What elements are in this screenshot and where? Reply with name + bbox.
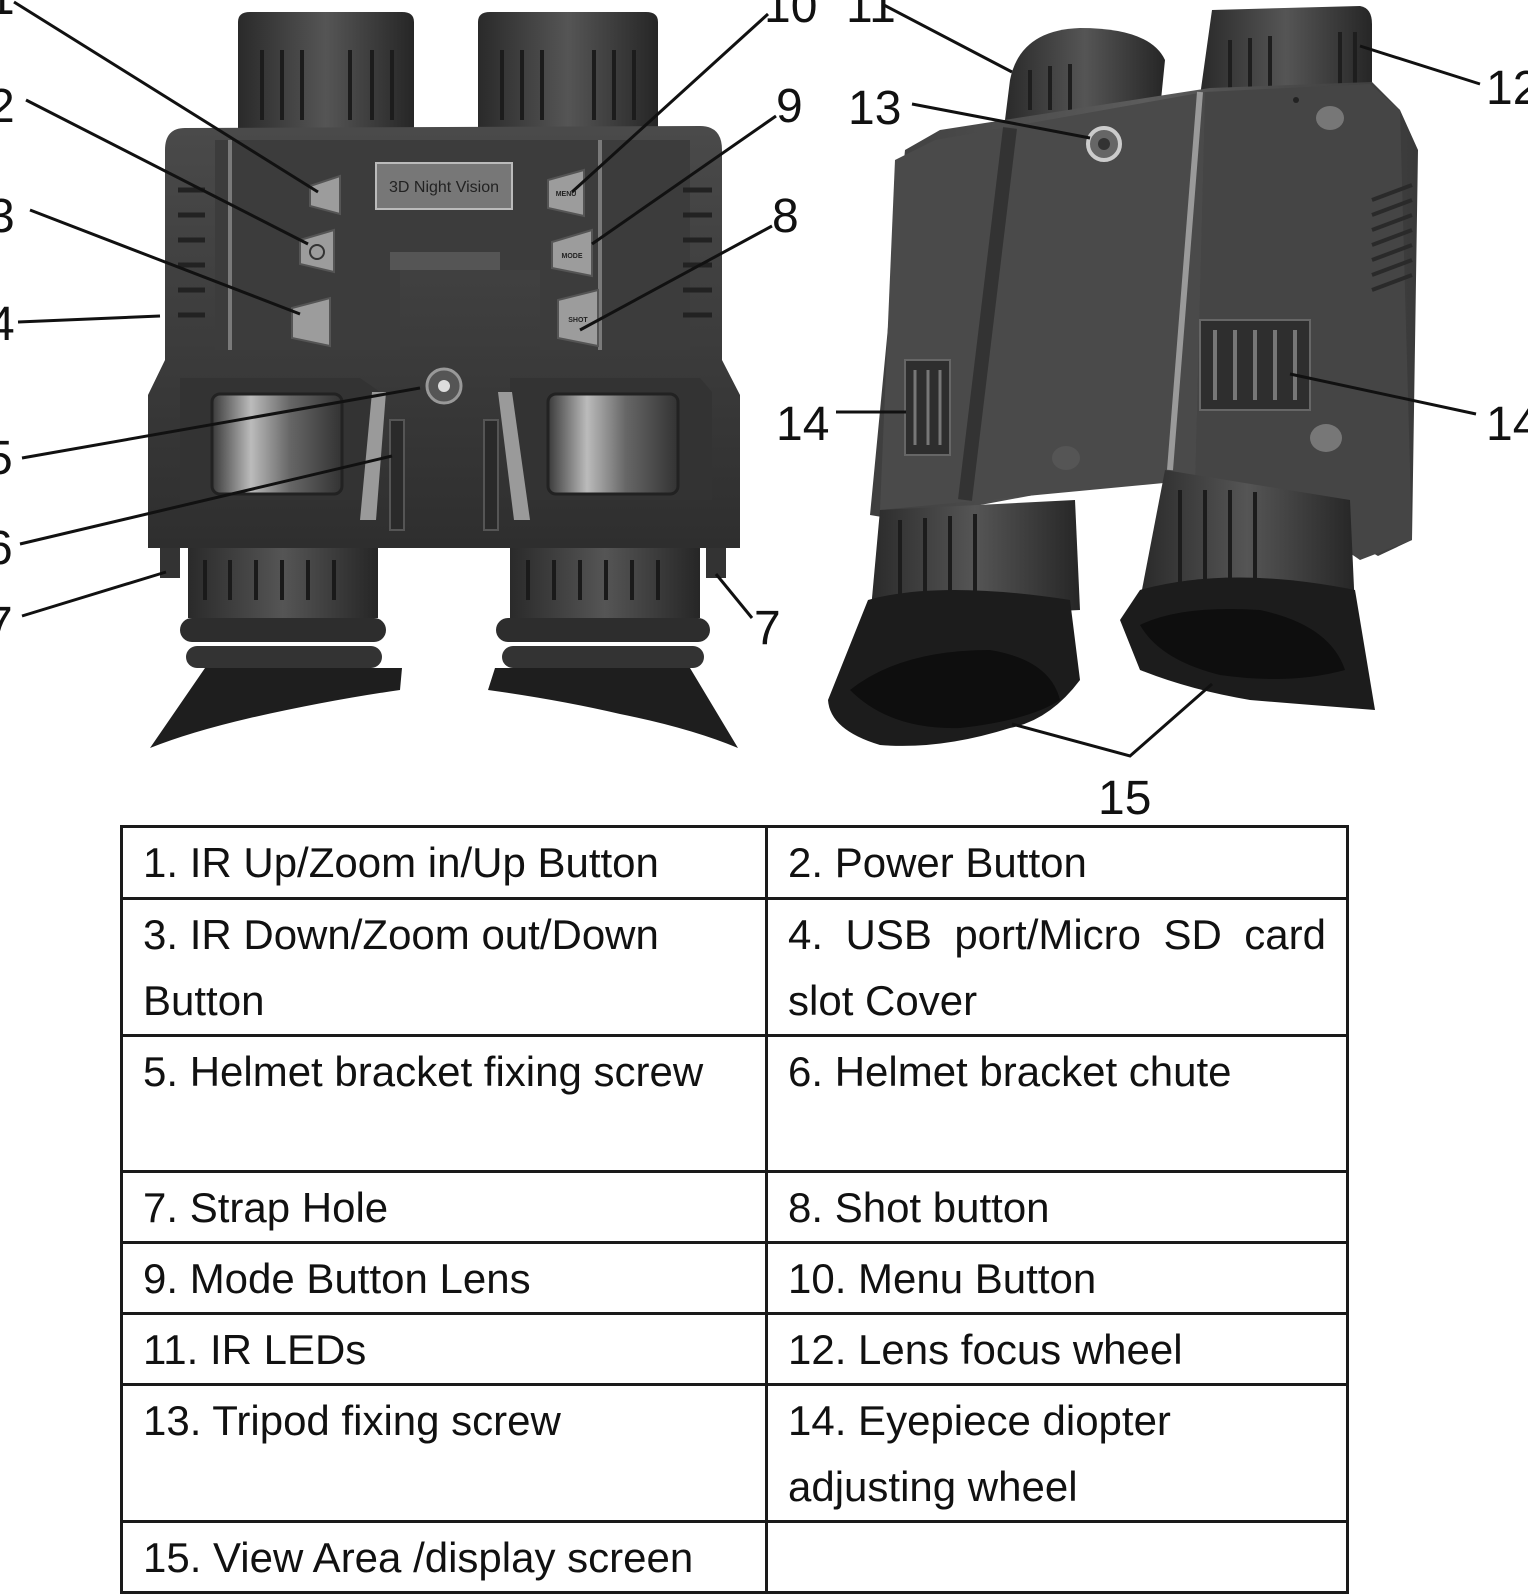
legend-item-10: 10. Menu Button xyxy=(765,1241,1349,1315)
callout-15: 15 xyxy=(1098,772,1151,820)
legend-item-7: 7. Strap Hole xyxy=(120,1170,768,1244)
callout-3: 3 xyxy=(0,190,15,243)
mode-button-label: MODE xyxy=(562,253,583,260)
callout-6: 6 xyxy=(0,522,13,575)
parts-legend-table: 1. IR Up/Zoom in/Up Button 2. Power Butt… xyxy=(120,825,1349,1594)
legend-item-15: 15. View Area /display screen xyxy=(120,1520,768,1594)
mode-button[interactable] xyxy=(551,228,593,278)
table-row: 15. View Area /display screen xyxy=(120,1520,1349,1594)
callout-7-right: 7 xyxy=(754,602,781,655)
binocular-diagram: 3D Night Vision MENU MODE SHOT xyxy=(0,0,1528,820)
table-row: 11. IR LEDs 12. Lens focus wheel xyxy=(120,1312,1349,1386)
callout-1: 1 xyxy=(0,0,15,25)
legend-item-1: 1. IR Up/Zoom in/Up Button xyxy=(120,825,768,900)
side-view xyxy=(828,6,1418,746)
legend-item-13: 13. Tripod fixing screw xyxy=(120,1383,768,1523)
shot-button-label: SHOT xyxy=(568,317,588,324)
callout-11: 11 xyxy=(846,0,896,33)
table-row: 5. Helmet bracket fixing screw 6. Helmet… xyxy=(120,1034,1349,1173)
legend-item-empty xyxy=(765,1520,1349,1594)
callout-13: 13 xyxy=(848,82,901,135)
legend-item-2: 2. Power Button xyxy=(765,825,1349,900)
shot-button[interactable] xyxy=(557,288,599,348)
callout-2: 2 xyxy=(0,80,15,133)
callout-7-left: 7 xyxy=(0,598,13,651)
table-row: 1. IR Up/Zoom in/Up Button 2. Power Butt… xyxy=(120,825,1349,900)
legend-item-14: 14. Eyepiece diopter adjusting wheel xyxy=(765,1383,1349,1523)
callout-numbers: 1 2 3 4 5 6 7 7 8 9 10 11 12 13 14 14 15 xyxy=(0,0,1528,820)
legend-item-4: 4. USB port/Micro SD card slot Cover xyxy=(765,897,1349,1037)
nameplate-label: 3D Night Vision xyxy=(389,179,499,196)
callout-14-right: 14 xyxy=(1486,398,1528,451)
legend-item-6: 6. Helmet bracket chute xyxy=(765,1034,1349,1173)
callout-10: 10 xyxy=(764,0,817,33)
legend-item-5: 5. Helmet bracket fixing screw xyxy=(120,1034,768,1173)
power-button[interactable] xyxy=(299,228,335,274)
legend-item-8: 8. Shot button xyxy=(765,1170,1349,1244)
legend-item-3: 3. IR Down/Zoom out/Down Button xyxy=(120,897,768,1037)
table-row: 9. Mode Button Lens 10. Menu Button xyxy=(120,1241,1349,1315)
table-row: 7. Strap Hole 8. Shot button xyxy=(120,1170,1349,1244)
table-row: 13. Tripod fixing screw 14. Eyepiece dio… xyxy=(120,1383,1349,1523)
ir-up-button[interactable] xyxy=(309,174,341,216)
callout-8: 8 xyxy=(772,190,799,243)
legend-item-12: 12. Lens focus wheel xyxy=(765,1312,1349,1386)
menu-button[interactable] xyxy=(547,168,585,218)
menu-button-label: MENU xyxy=(556,191,577,198)
callout-9: 9 xyxy=(776,80,803,133)
callout-5: 5 xyxy=(0,432,13,485)
power-icon xyxy=(309,244,325,260)
callout-14-left: 14 xyxy=(776,398,829,451)
table-row: 3. IR Down/Zoom out/Down Button 4. USB p… xyxy=(120,897,1349,1037)
front-view: 3D Night Vision MENU MODE SHOT xyxy=(148,12,740,748)
callout-lines xyxy=(13,0,1481,758)
legend-item-9: 9. Mode Button Lens xyxy=(120,1241,768,1315)
callout-4: 4 xyxy=(0,298,15,351)
legend-item-11: 11. IR LEDs xyxy=(120,1312,768,1386)
callout-12: 12 xyxy=(1486,62,1528,115)
ir-down-button[interactable] xyxy=(291,296,331,348)
